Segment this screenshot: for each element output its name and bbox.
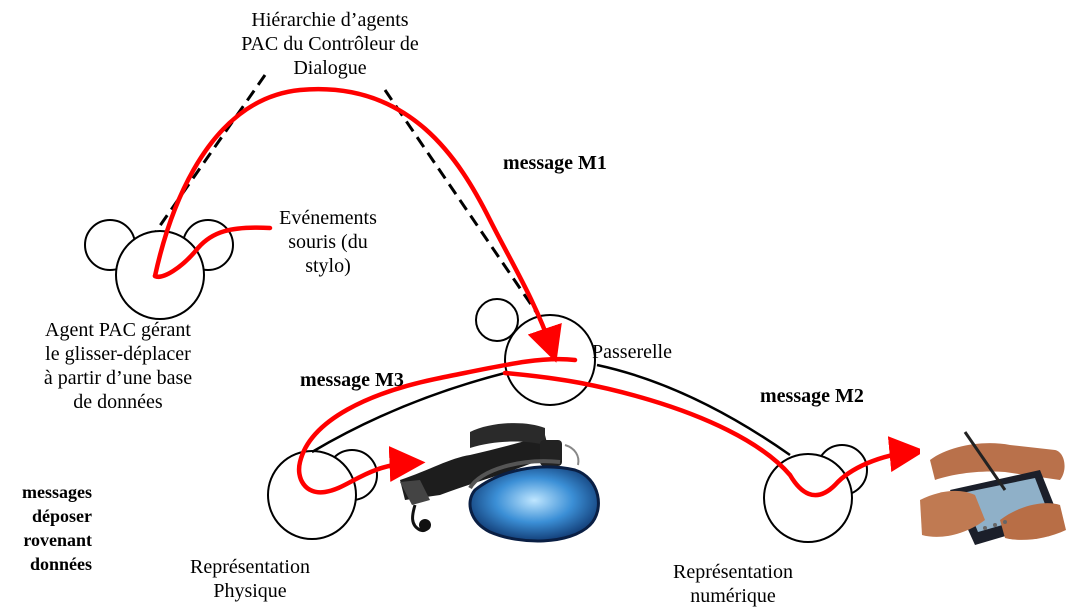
- hierarchy-line-1: Hiérarchie d’agents: [251, 9, 409, 31]
- message-m3-label: message M3: [300, 369, 404, 391]
- cut-line-2: déposer: [32, 506, 92, 526]
- headset-picture: [400, 423, 600, 543]
- agent-line-2: le glisser-déplacer: [45, 343, 191, 365]
- m3-path: [296, 356, 578, 495]
- passerelle-node: [475, 298, 596, 406]
- cut-line-4: données: [29, 554, 92, 574]
- message-m1-label: message M1: [503, 152, 607, 174]
- passerelle-label: Passerelle: [592, 341, 672, 363]
- agent-line-1: Agent PAC gérant: [45, 319, 191, 341]
- cut-line-1: messages: [22, 482, 92, 502]
- events-line-1: Evénements: [279, 207, 377, 229]
- m2-path: [502, 370, 926, 498]
- events-line-3: stylo): [305, 255, 351, 277]
- physique-line-1: Représentation: [190, 556, 310, 578]
- m1-path: [152, 86, 562, 363]
- agent-label: Agent PAC gérant le glisser-déplacer à p…: [8, 318, 228, 414]
- numerique-node: [763, 444, 868, 543]
- message-paths: [152, 86, 926, 498]
- hierarchy-label: Hiérarchie d’agents PAC du Contrôleur de…: [225, 8, 435, 80]
- numerique-line-1: Représentation: [673, 561, 793, 583]
- message-m2-label: message M2: [760, 385, 864, 407]
- numerique-label: Représentation numérique: [633, 560, 833, 608]
- physique-line-2: Physique: [213, 580, 287, 602]
- events-path: [152, 225, 273, 279]
- events-line-2: souris (du: [288, 231, 368, 253]
- hierarchy-line-2: PAC du Contrôleur de: [241, 33, 419, 55]
- agent-line-4: de données: [73, 391, 163, 413]
- numerique-line-2: numérique: [690, 585, 776, 607]
- tablet-pen-picture: [920, 431, 1066, 545]
- hierarchy-line-3: Dialogue: [293, 57, 367, 79]
- connection-lines: [311, 363, 791, 457]
- hierarchy-dashed-lines: [148, 74, 547, 326]
- physique-label: Représentation Physique: [150, 555, 350, 603]
- events-label: Evénements souris (du stylo): [268, 206, 388, 278]
- cut-off-left-text: messages déposer rovenant données: [0, 480, 92, 576]
- agent-line-3: à partir d’une base: [43, 367, 193, 389]
- cut-line-3: rovenant: [23, 530, 92, 550]
